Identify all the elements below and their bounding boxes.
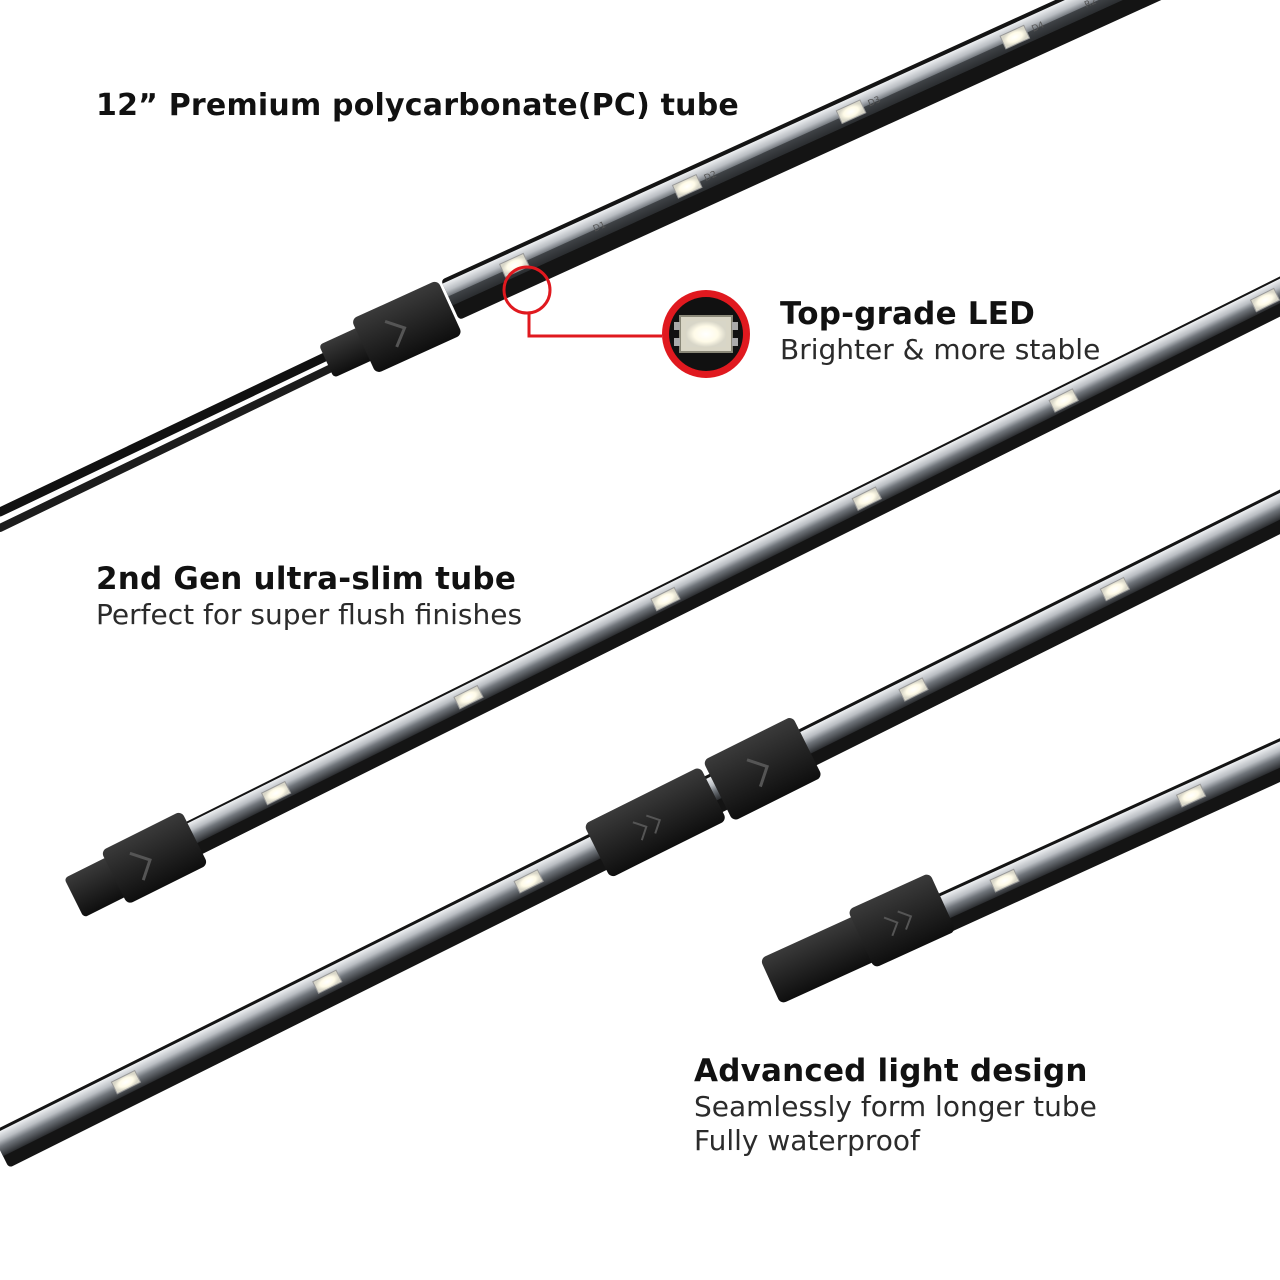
caption-subtitle: Perfect for super flush finishes (96, 598, 523, 632)
slim-tube-upper (182, 236, 1280, 855)
caption-title: 2nd Gen ultra-slim tube (96, 561, 517, 597)
caption-line: Seamlessly form longer tube (694, 1090, 1097, 1124)
pc-tube: D1 D2 D3 D4 D5 R2 (442, 0, 1280, 319)
short-tube (932, 711, 1280, 932)
led-callout (502, 265, 750, 378)
led-label: D2 (703, 170, 719, 184)
pc-tube-leds (498, 24, 1031, 278)
resistor-label: R2 (1083, 0, 1098, 11)
connector-icon (585, 718, 821, 877)
led-label: D4 (1030, 20, 1046, 34)
connector-icon (65, 812, 207, 917)
led-label: D3 (867, 95, 883, 109)
slim-tube-caption: 2nd Gen ultra-slim tube Perfect for supe… (96, 561, 522, 632)
led-label: D1 (592, 220, 608, 234)
advanced-design-caption: Advanced light design Seamlessly form lo… (694, 1053, 1097, 1157)
caption-title: Top-grade LED (780, 296, 1036, 332)
led-caption: Top-grade LED Brighter & more stable (780, 296, 1100, 367)
caption-line: Fully waterproof (694, 1123, 920, 1157)
led-chip-icon (674, 315, 738, 353)
caption-title: 12” Premium polycarbonate(PC) tube (96, 88, 739, 123)
connector-icon (761, 874, 955, 1003)
connector-icon (320, 281, 461, 377)
pc-tube-caption: 12” Premium polycarbonate(PC) tube (96, 88, 739, 124)
power-cable (0, 340, 356, 532)
caption-title: Advanced light design (694, 1053, 1088, 1089)
caption-subtitle: Brighter & more stable (780, 333, 1101, 367)
